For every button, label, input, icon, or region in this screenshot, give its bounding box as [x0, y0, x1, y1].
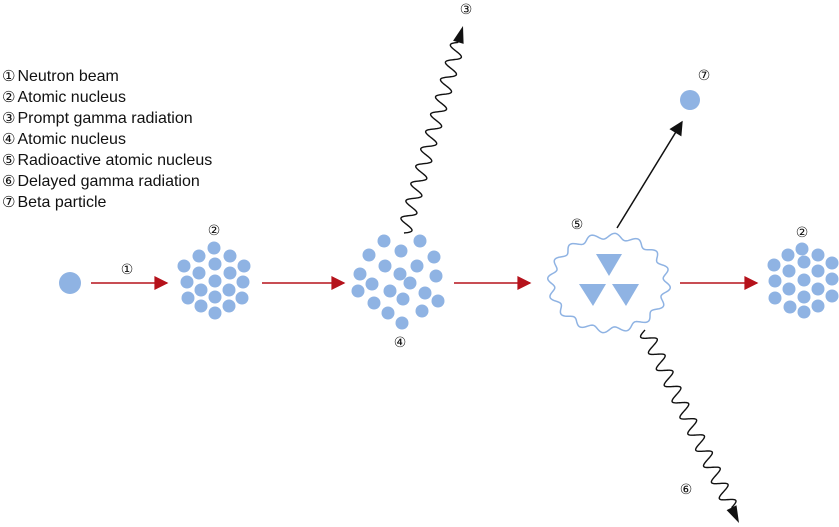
- nucleon: [427, 250, 441, 264]
- nucleon: [208, 257, 222, 271]
- beta-emission-arrow: [616, 120, 683, 229]
- nucleon: [351, 284, 365, 298]
- neutron-particle: [59, 272, 81, 294]
- nucleon: [394, 244, 408, 258]
- prompt-gamma-arrowhead: [453, 26, 464, 44]
- nucleon: [429, 269, 443, 283]
- nucleon: [811, 299, 825, 313]
- nucleon: [192, 266, 206, 280]
- nucleon: [377, 234, 391, 248]
- nucleon: [811, 264, 825, 278]
- radiation-triangle-right: [612, 284, 639, 306]
- nucleon: [362, 248, 376, 262]
- nucleon: [222, 299, 236, 313]
- legend-label: Neutron beam: [17, 68, 119, 85]
- atomic-nucleus-initial: [177, 241, 251, 320]
- nucleon: [795, 242, 809, 256]
- nucleon: [782, 282, 796, 296]
- radiation-triangle-top: [596, 254, 622, 276]
- nucleon: [403, 276, 417, 290]
- nucleon: [378, 259, 392, 273]
- marker-beta-particle: ⑦: [697, 68, 711, 84]
- beta-particle: [680, 90, 700, 110]
- nucleon: [825, 289, 839, 303]
- nucleon: [207, 241, 221, 255]
- nucleon: [381, 306, 395, 320]
- legend-label: Radioactive atomic nucleus: [17, 152, 213, 169]
- nucleon: [797, 290, 811, 304]
- nucleon: [208, 290, 222, 304]
- delayed-gamma-arrowhead: [726, 505, 739, 523]
- nucleon: [431, 294, 445, 308]
- legend-label: Atomic nucleus: [17, 89, 126, 106]
- nucleon: [194, 283, 208, 297]
- nucleon: [811, 248, 825, 262]
- nucleon: [353, 267, 367, 281]
- nucleon: [768, 274, 782, 288]
- nucleon: [418, 286, 432, 300]
- marker-delayed-gamma: ⑥: [679, 482, 693, 498]
- nucleon: [181, 291, 195, 305]
- nucleon: [396, 292, 410, 306]
- nucleon: [237, 259, 251, 273]
- radiation-triangle-left: [579, 284, 606, 306]
- nucleon: [825, 256, 839, 270]
- atomic-nucleus-final: [767, 242, 839, 319]
- nucleon: [236, 275, 250, 289]
- legend-label: Delayed gamma radiation: [17, 173, 200, 190]
- nucleon: [768, 291, 782, 305]
- nucleon: [395, 316, 409, 330]
- nucleon: [782, 264, 796, 278]
- nucleon: [797, 273, 811, 287]
- nucleon: [235, 291, 249, 305]
- nucleon: [410, 259, 424, 273]
- nucleon: [223, 249, 237, 263]
- nucleon: [222, 283, 236, 297]
- marker-neutron-beam: ①: [120, 262, 134, 278]
- legend-label: Atomic nucleus: [17, 131, 126, 148]
- atomic-nucleus-compound: [351, 234, 445, 330]
- nucleon: [367, 296, 381, 310]
- marker-nucleus-final: ②: [795, 225, 809, 241]
- nucleon: [383, 284, 397, 298]
- nucleon: [413, 234, 427, 248]
- radioactive-nucleus-outline: [546, 232, 672, 334]
- nucleon: [797, 305, 811, 319]
- marker-prompt-gamma: ③: [459, 2, 473, 18]
- nucleon: [208, 274, 222, 288]
- nucleon: [192, 249, 206, 263]
- nucleon: [393, 267, 407, 281]
- marker-nucleus-initial: ②: [207, 223, 221, 239]
- marker-compound-nucleus: ④: [393, 335, 407, 351]
- marker-radioactive-nucleus: ⑤: [570, 217, 584, 233]
- legend-label: Prompt gamma radiation: [17, 110, 193, 127]
- nucleon: [365, 277, 379, 291]
- nucleon: [208, 306, 222, 320]
- nucleon: [797, 255, 811, 269]
- delayed-gamma-wave: [639, 329, 737, 509]
- nucleon: [180, 275, 194, 289]
- legend-label: Beta particle: [17, 194, 107, 211]
- nucleon: [194, 299, 208, 313]
- nucleon: [811, 282, 825, 296]
- nucleon: [783, 300, 797, 314]
- nucleon: [781, 248, 795, 262]
- nucleon: [223, 266, 237, 280]
- prompt-gamma-wave: [400, 41, 463, 234]
- nucleon: [767, 258, 781, 272]
- nucleon: [415, 304, 429, 318]
- nucleon: [825, 272, 839, 286]
- nucleon: [177, 259, 191, 273]
